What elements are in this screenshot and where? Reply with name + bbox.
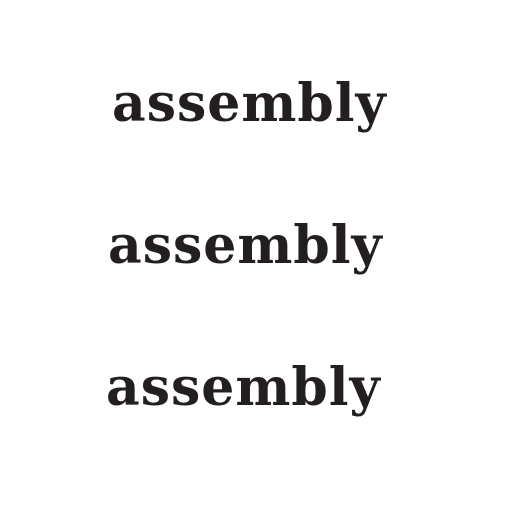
word-sample-3: assembly	[106, 357, 381, 418]
word-sample-2: assembly	[108, 215, 383, 276]
word-sample-1: assembly	[112, 73, 387, 134]
